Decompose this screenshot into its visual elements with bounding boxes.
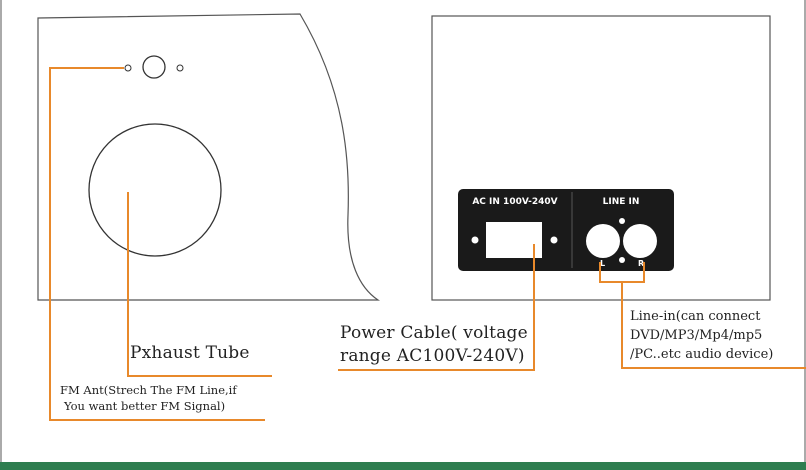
- fm-antenna-label: FM Ant(Strech The FM Line,if You want be…: [60, 382, 237, 414]
- line-in-dot-top: [619, 218, 625, 224]
- ac-screw-left: [471, 236, 479, 244]
- bottom-bar: [0, 462, 806, 470]
- ac-socket: [486, 222, 542, 258]
- fm-antenna-label-line-1: FM Ant(Strech The FM Line,if: [60, 383, 237, 397]
- power-cable-leader-line: [338, 244, 535, 371]
- antenna-hole-right: [176, 64, 184, 72]
- unit-side-outline: [37, 13, 380, 301]
- exhaust-tube-label: Pxhaust Tube: [130, 343, 250, 363]
- antenna-knob: [142, 55, 166, 79]
- ac-in-label: AC IN 100V-240V: [472, 197, 557, 207]
- exhaust-tube-leader-line: [127, 192, 272, 377]
- rca-jack-right: [623, 224, 657, 258]
- line-in-label: LINE IN: [603, 197, 640, 207]
- line-in-callout-line-3: /PC..etc audio device): [630, 347, 774, 362]
- power-cable-label-line-1: Power Cable( voltage: [340, 323, 528, 343]
- line-in-callout-line-2: DVD/MP3/Mp4/mp5: [630, 328, 763, 343]
- unit-rear-outline: [431, 15, 771, 301]
- ac-screw-right: [550, 236, 558, 244]
- power-cable-label-line-2: range AC100V-240V): [340, 346, 525, 366]
- power-cable-label: Power Cable( voltage range AC100V-240V): [340, 322, 528, 368]
- line-in-dot-bottom: [619, 257, 625, 263]
- right-jack-label: R: [638, 259, 644, 268]
- line-in-leader-line: [621, 282, 806, 369]
- line-in-callout-line-1: Line-in(can connect: [630, 309, 761, 324]
- left-jack-label: L: [600, 259, 605, 268]
- rca-jack-left: [586, 224, 620, 258]
- fm-antenna-leader-line: [49, 67, 265, 421]
- line-in-callout: Line-in(can connect DVD/MP3/Mp4/mp5 /PC.…: [630, 307, 773, 364]
- antenna-hole-left: [124, 64, 132, 72]
- exhaust-tube-circle: [88, 123, 222, 257]
- fm-antenna-label-line-2: You want better FM Signal): [64, 399, 226, 413]
